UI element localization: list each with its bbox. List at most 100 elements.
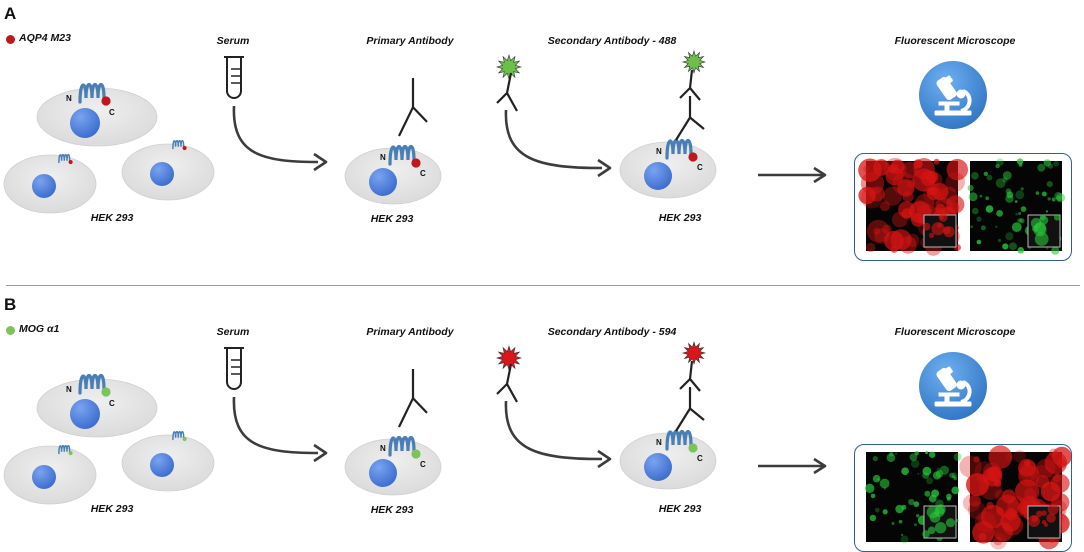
step-label-serum: Serum: [216, 35, 250, 47]
cell-large: [36, 87, 158, 147]
legend-dot: [6, 35, 15, 44]
secondary-antibody-bound: [679, 340, 707, 392]
primary-antibody: [398, 369, 428, 428]
cell-small-left: [3, 154, 97, 214]
microscopy-image-right: [959, 445, 1072, 550]
cell-label-hek293: HEK 293: [370, 213, 414, 225]
receptor-small-left: [58, 153, 73, 164]
receptor-small-right: [172, 430, 187, 441]
cell-small-right: [121, 434, 215, 492]
step-label-secondary: Secondary Antibody - 594: [547, 326, 677, 338]
c-terminal-label: C: [420, 460, 426, 469]
microscope-icon: [919, 61, 987, 129]
nucleus: [644, 162, 672, 190]
secondary-antibody-bound: [679, 49, 707, 101]
legend-dot: [6, 326, 15, 335]
arrow-serum-to-primary: [232, 105, 328, 172]
c-terminal-label: C: [697, 454, 703, 463]
receptor-c-terminal-dot: [411, 158, 421, 168]
receptor-small-left: [58, 444, 73, 455]
cell-label-hek293: HEK 293: [658, 503, 702, 515]
panel-letter: B: [4, 295, 17, 314]
test-tube-icon: [224, 56, 244, 99]
microscope-icon: [919, 352, 987, 420]
receptor-c-terminal-dot: [68, 450, 73, 455]
arrow-to-microscope: [758, 457, 827, 475]
n-terminal-label: N: [380, 444, 386, 453]
cell-small-left: [3, 445, 97, 505]
cell-large: [36, 378, 158, 438]
receptor-c-terminal-dot: [101, 387, 111, 397]
cell-small-right: [121, 143, 215, 201]
nucleus: [32, 465, 56, 489]
n-terminal-label: N: [66, 385, 72, 394]
receptor-secondary: [665, 138, 698, 162]
arrow-serum-to-primary: [232, 396, 328, 463]
receptor-helix: [665, 429, 695, 451]
legend-label: MOG α1: [19, 323, 60, 335]
secondary-antibody-free: [495, 53, 523, 112]
n-terminal-label: N: [380, 153, 386, 162]
microscopy-image-left: [858, 157, 968, 256]
nucleus: [369, 459, 397, 487]
c-terminal-label: C: [697, 163, 703, 172]
arrow-primary-to-secondary: [504, 400, 612, 469]
nucleus: [32, 174, 56, 198]
fluorophore-star: [681, 340, 707, 366]
receptor-c-terminal-dot: [101, 96, 111, 106]
step-label-serum: Serum: [216, 326, 250, 338]
step-label-microscope: Fluorescent Microscope: [894, 35, 1016, 47]
c-terminal-label: C: [109, 399, 115, 408]
receptor-primary: [388, 144, 421, 168]
receptor-helix: [78, 82, 108, 104]
receptor-helix: [172, 139, 186, 149]
legend-label: AQP4 M23: [19, 32, 71, 44]
fluorophore-star: [495, 344, 523, 372]
step-label-primary: Primary Antibody: [366, 35, 454, 47]
nucleus: [369, 168, 397, 196]
secondary-antibody-free: [495, 344, 523, 403]
arrow-primary-to-secondary: [504, 109, 612, 178]
microscopy-image-right: [967, 158, 1066, 255]
receptor-large: [78, 373, 111, 397]
receptor-helix: [388, 435, 418, 457]
receptor-large: [78, 82, 111, 106]
receptor-c-terminal-dot: [68, 159, 73, 164]
receptor-helix: [78, 373, 108, 395]
receptor-c-terminal-dot: [688, 152, 698, 162]
step-label-secondary: Secondary Antibody - 488: [547, 35, 677, 47]
gradient-defs: [0, 0, 1, 1]
receptor-c-terminal-dot: [182, 436, 187, 441]
primary-antibody: [398, 78, 428, 137]
receptor-c-terminal-dot: [411, 449, 421, 459]
step-label-microscope: Fluorescent Microscope: [894, 326, 1016, 338]
primary-antibody-bound: [675, 96, 705, 141]
cell-label-hek293: HEK 293: [370, 504, 414, 516]
cell-label-hek293: HEK 293: [90, 212, 134, 224]
n-terminal-label: N: [656, 147, 662, 156]
panel-divider: [6, 285, 1080, 286]
c-terminal-label: C: [109, 108, 115, 117]
receptor-helix: [388, 144, 418, 166]
panel-letter: A: [4, 4, 17, 23]
receptor-helix: [58, 444, 72, 454]
nucleus: [70, 108, 100, 138]
nucleus: [644, 453, 672, 481]
receptor-primary: [388, 435, 421, 459]
cell-label-hek293: HEK 293: [658, 212, 702, 224]
step-label-primary: Primary Antibody: [366, 326, 454, 338]
receptor-small-right: [172, 139, 187, 150]
n-terminal-label: N: [66, 94, 72, 103]
receptor-c-terminal-dot: [182, 145, 187, 150]
nucleus: [70, 399, 100, 429]
fluorophore-star: [495, 53, 523, 81]
n-terminal-label: N: [656, 438, 662, 447]
cell-label-hek293: HEK 293: [90, 503, 134, 515]
receptor-helix: [58, 153, 72, 163]
receptor-helix: [172, 430, 186, 440]
arrow-to-microscope: [758, 166, 827, 184]
primary-antibody-bound: [675, 387, 705, 432]
receptor-secondary: [665, 429, 698, 453]
fluorophore-star: [681, 49, 707, 75]
